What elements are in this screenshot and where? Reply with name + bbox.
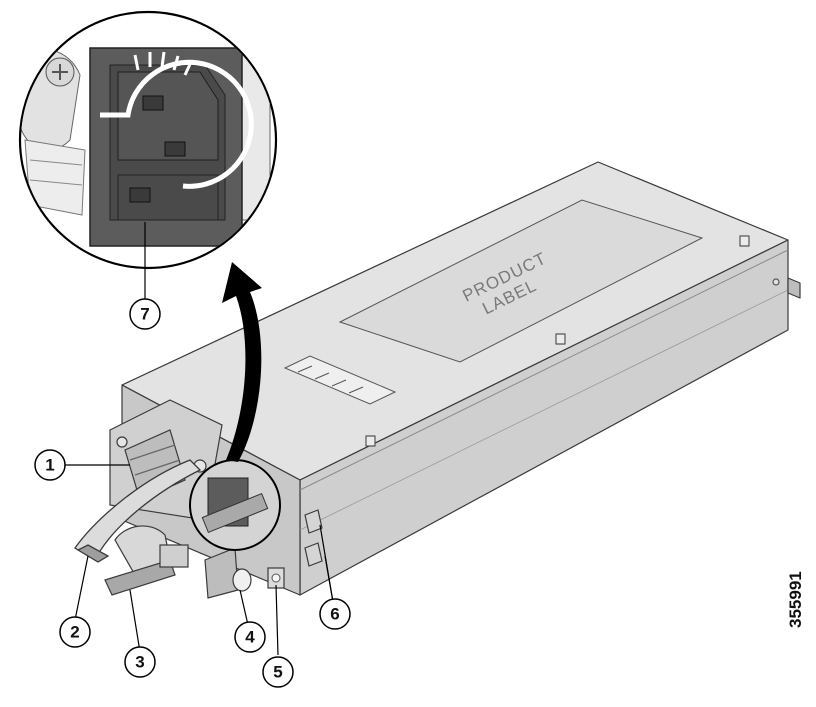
product-label-area: PRODUCT LABEL [338,199,704,363]
release-latch [104,525,189,596]
callout-3: 3 [124,646,156,678]
callout-4-label: 4 [245,628,255,647]
socket-zoom-circle [189,459,281,551]
zoom-arrow [222,262,262,462]
handle [74,459,202,563]
callout-4: 4 [234,621,266,653]
ejector-clips [304,509,323,567]
figure-id: 355991 [786,571,805,628]
status-led-block [204,547,252,599]
callout-5-label: 5 [273,663,282,682]
callout-7: 7 [129,298,161,330]
callout-6: 6 [319,598,351,630]
magnified-socket-view [18,10,278,270]
callout-1: 1 [34,449,66,481]
callout-5: 5 [262,656,294,688]
callout-2-label: 2 [70,623,79,642]
callout-7-label: 7 [140,305,149,324]
callout-3-label: 3 [135,653,144,672]
callout-1-label: 1 [45,456,54,475]
callout-6-label: 6 [330,605,339,624]
callout-2: 2 [59,616,91,648]
vent-grille [283,355,397,405]
leader-lines [65,222,334,656]
